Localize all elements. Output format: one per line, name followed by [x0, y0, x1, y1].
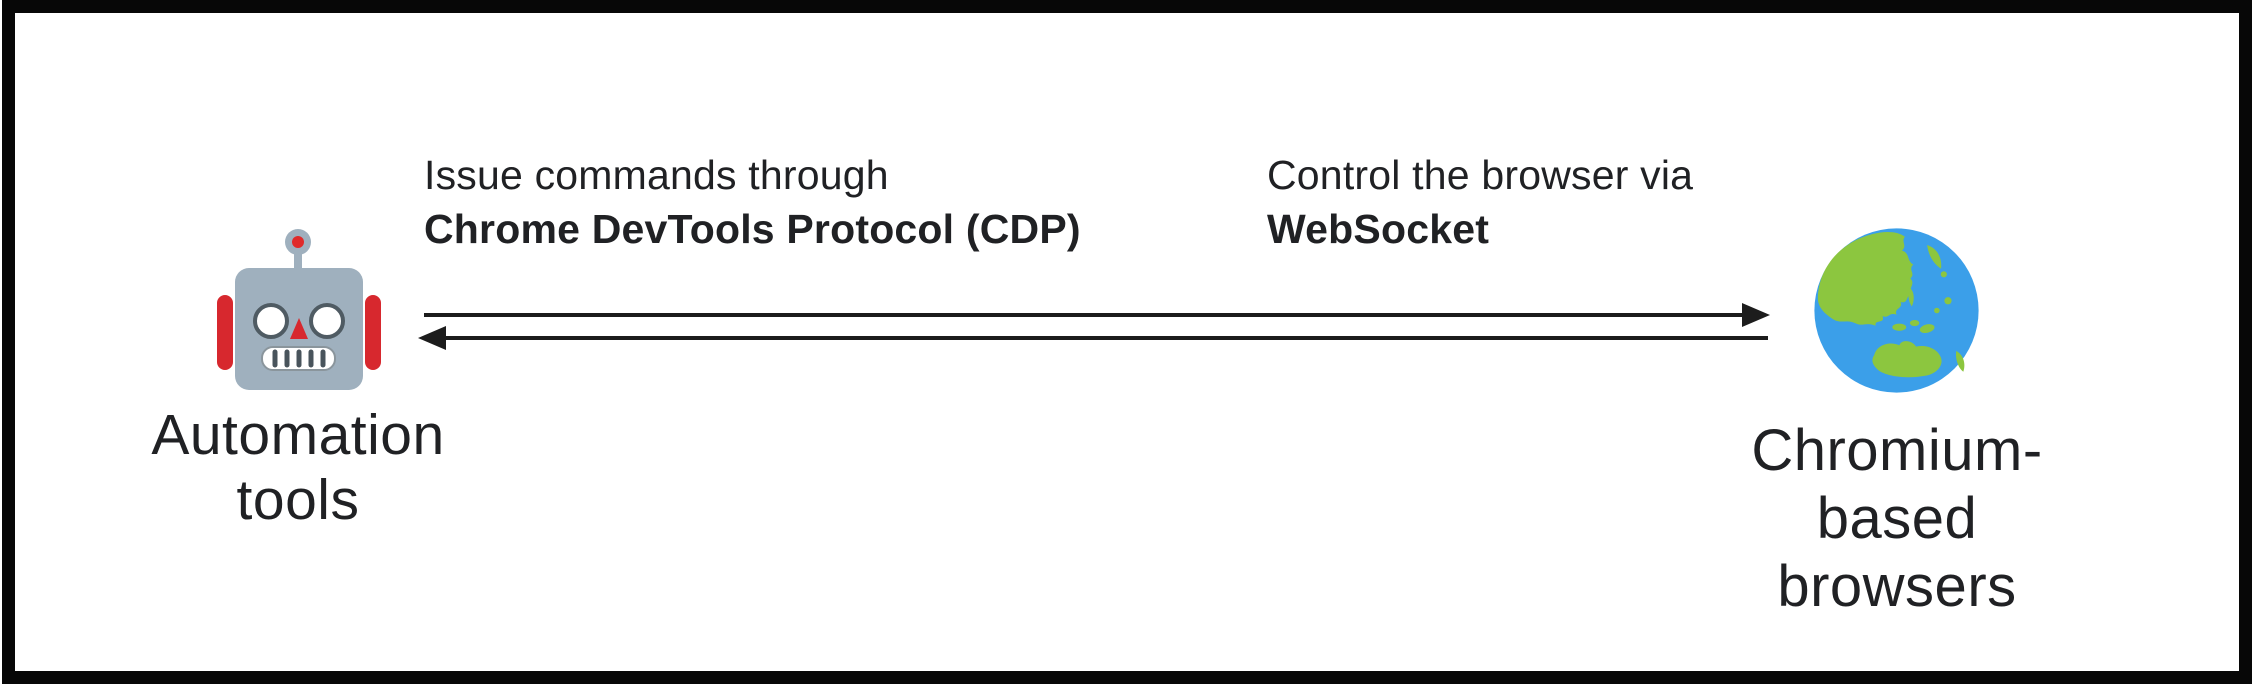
- robot-icon: [217, 229, 381, 390]
- robot-ear-left: [217, 295, 233, 370]
- cdp-annotation: Issue commands through Chrome DevTools P…: [424, 148, 1081, 256]
- robot-eye-right: [309, 303, 345, 339]
- robot-mouth-grill: [272, 349, 326, 368]
- robot-ear-right: [365, 295, 381, 370]
- websocket-annotation: Control the browser via WebSocket: [1267, 148, 1693, 256]
- robot-eye-left: [253, 303, 289, 339]
- websocket-annotation-line1: Control the browser via: [1267, 152, 1694, 198]
- robot-nose: [290, 318, 308, 339]
- globe-icon: [1814, 228, 1979, 393]
- websocket-annotation-line2: WebSocket: [1267, 206, 1490, 252]
- robot-antenna-light: [292, 236, 304, 248]
- left-node-label: Automation tools: [151, 403, 445, 532]
- cdp-annotation-line1: Issue commands through: [424, 152, 889, 198]
- robot-antenna-stem: [294, 242, 302, 274]
- globe-landmasses: [1817, 232, 1965, 378]
- cdp-annotation-line2: Chrome DevTools Protocol (CDP): [424, 206, 1081, 252]
- right-node-label: Chromium-based browsers: [1751, 418, 2043, 619]
